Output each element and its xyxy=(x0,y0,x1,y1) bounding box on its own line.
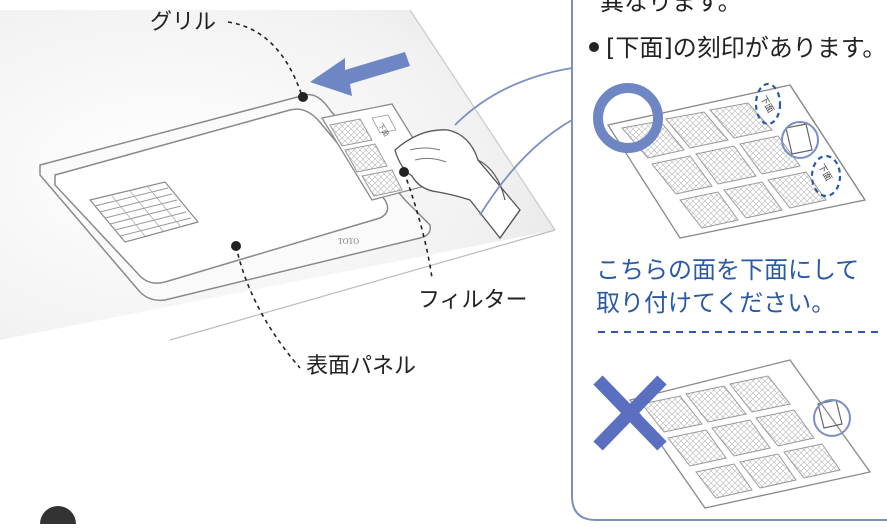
tab-highlight xyxy=(781,121,819,159)
direction-arrow xyxy=(310,52,410,96)
filter-dot xyxy=(399,167,409,177)
panel-louver xyxy=(88,181,200,243)
instruction-line-2: 取り付けてください。 xyxy=(596,289,836,317)
label-grille: グリル xyxy=(150,10,217,35)
stamp-highlight-upper xyxy=(754,82,782,126)
hand xyxy=(394,129,521,240)
grille-dot xyxy=(298,92,308,102)
callout-bullet-text: [下面]の刻印があります。 xyxy=(606,34,887,62)
filter-correct: 下面 下面 xyxy=(606,84,867,239)
surface-panel: TOTO xyxy=(54,108,389,284)
tab-highlight-incorrect xyxy=(813,399,851,437)
label-surface-panel: 表面パネル xyxy=(306,354,417,379)
panel-dot xyxy=(231,241,241,251)
brand-logo: TOTO xyxy=(338,237,359,246)
instruction-line-1: こちらの面を下面にして xyxy=(596,256,860,284)
callout-top-text: 異なります。 xyxy=(600,0,742,16)
filter-incorrect xyxy=(628,359,872,509)
bullet-dot xyxy=(589,42,599,52)
stamp-highlight-lower xyxy=(810,154,842,198)
label-filter: フィルター xyxy=(418,288,528,313)
callout-tail xyxy=(454,67,573,216)
wrong-mark-icon xyxy=(593,375,667,451)
leader-lines xyxy=(227,21,433,369)
step-icon xyxy=(40,506,76,524)
correct-mark-icon xyxy=(593,83,663,153)
